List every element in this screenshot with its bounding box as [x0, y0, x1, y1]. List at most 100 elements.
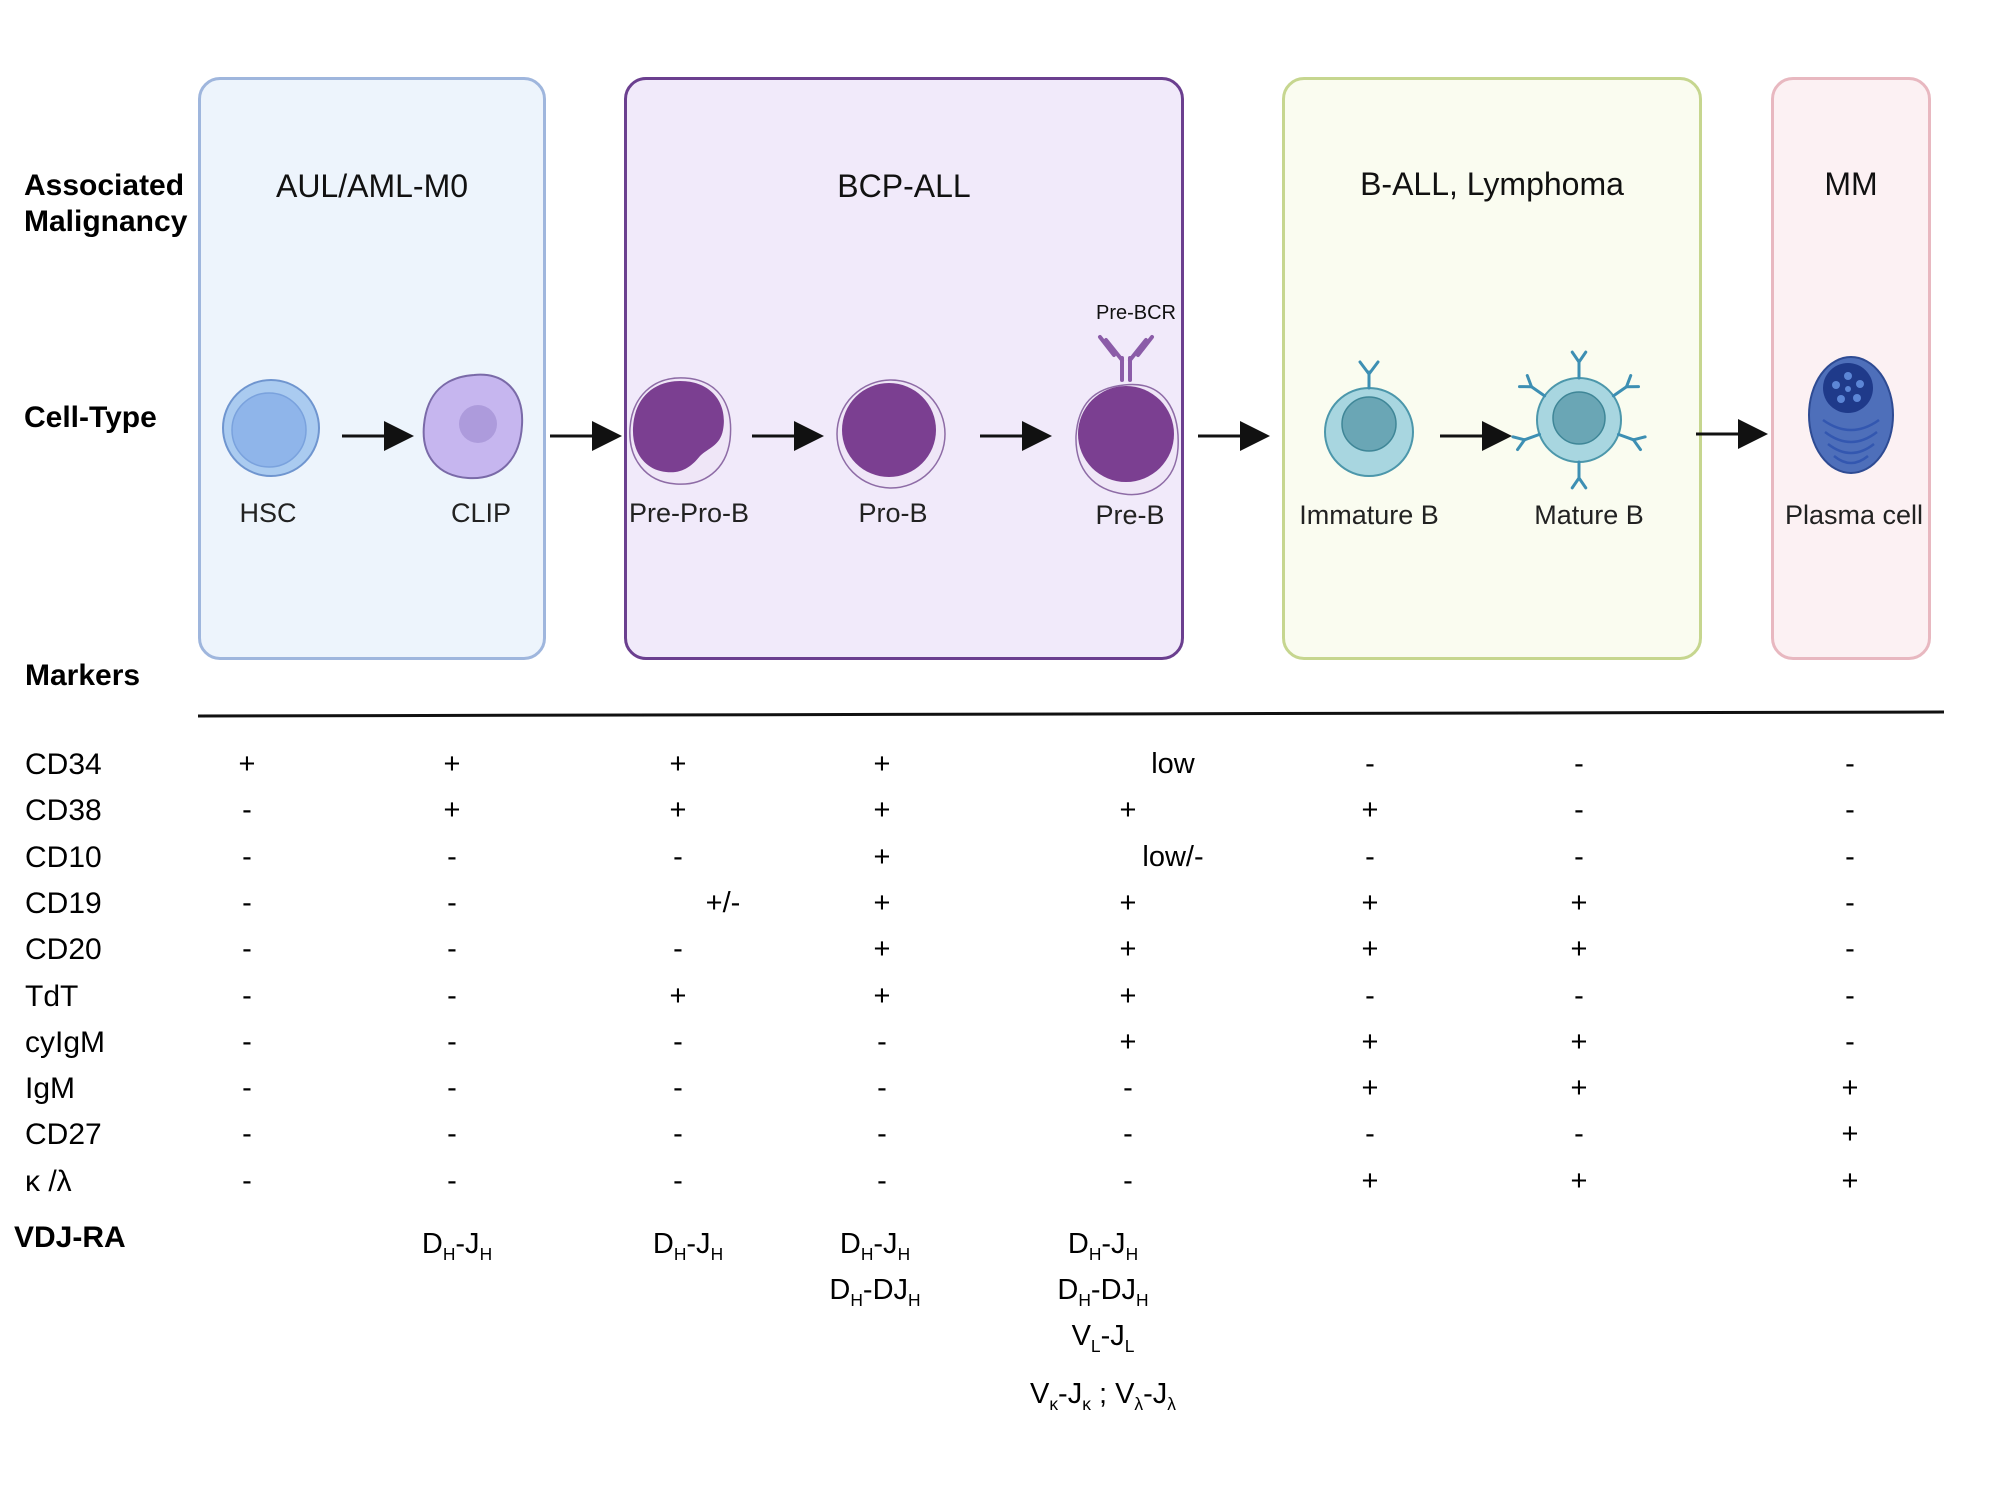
marker-value: - — [673, 1072, 683, 1105]
marker-value: - — [673, 933, 683, 966]
group-title-mm: MM — [1824, 166, 1878, 202]
group-box-b-all-lymphoma: B-ALL, Lymphoma — [1282, 77, 1702, 660]
marker-value: + — [873, 979, 891, 1012]
marker-value: - — [242, 1072, 252, 1105]
marker-value: - — [1845, 1025, 1855, 1058]
group-title-aul-aml: AUL/AML-M0 — [275, 168, 469, 204]
vdj-segment: DH-JH — [1067, 1228, 1139, 1264]
group-title-bcp-all: BCP-ALL — [837, 168, 971, 204]
marker-name: CD34 — [25, 748, 102, 781]
vdj-segment: DH-DJH — [829, 1274, 921, 1310]
marker-name: κ /λ — [25, 1164, 72, 1198]
marker-value: - — [1845, 794, 1855, 827]
marker-value: + — [1570, 1164, 1588, 1197]
marker-value: - — [877, 1072, 887, 1105]
marker-value: + — [873, 886, 891, 919]
marker-value: + — [1119, 1025, 1137, 1058]
marker-value: - — [1123, 1164, 1133, 1197]
cell-label-immature-b: Immature B — [1299, 500, 1439, 530]
marker-value: - — [673, 840, 683, 873]
marker-value: + — [1570, 886, 1588, 919]
marker-value: + — [238, 748, 256, 780]
marker-value: + — [873, 840, 891, 873]
marker-name: CD10 — [25, 840, 102, 874]
marker-value: - — [447, 1118, 457, 1151]
marker-value: low — [1151, 748, 1195, 780]
marker-value: - — [242, 794, 252, 827]
marker-value: - — [673, 1118, 683, 1151]
marker-value: + — [1841, 1072, 1859, 1105]
marker-value: - — [1574, 794, 1584, 827]
marker-value: - — [447, 840, 457, 873]
marker-value: - — [242, 886, 252, 919]
marker-name: CD20 — [25, 933, 102, 967]
vdj-segment: DH-JH — [652, 1228, 724, 1264]
vdj-segment: DH-JH — [421, 1228, 493, 1264]
cell-type-label: Cell-Type — [24, 401, 157, 434]
marker-value: + — [1361, 1025, 1379, 1058]
marker-value: - — [242, 1025, 252, 1058]
marker-value: - — [447, 1025, 457, 1058]
marker-value: - — [1574, 979, 1584, 1012]
marker-value: - — [242, 1164, 252, 1197]
mature-b-cell-icon — [1511, 350, 1647, 490]
vdj-segment: VL-JL — [1071, 1320, 1135, 1356]
marker-value: + — [1119, 933, 1137, 966]
marker-value: + — [1570, 1072, 1588, 1105]
hsc-cell-icon — [222, 379, 320, 477]
vdj-segment: DH-DJH — [1057, 1274, 1149, 1310]
immature-b-cell-icon — [1324, 360, 1414, 477]
group-title-b-all-lymphoma: B-ALL, Lymphoma — [1360, 166, 1624, 202]
marker-value: - — [1574, 1118, 1584, 1151]
marker-value: - — [1845, 979, 1855, 1012]
marker-value: - — [447, 886, 457, 919]
marker-value: - — [1365, 1118, 1375, 1151]
marker-value: - — [1845, 886, 1855, 919]
marker-name: CD27 — [25, 1118, 102, 1152]
marker-name: cyIgM — [25, 1025, 106, 1059]
marker-value: - — [447, 1164, 457, 1197]
marker-name: CD38 — [25, 794, 102, 828]
marker-value: - — [1845, 840, 1855, 873]
marker-value: + — [1119, 979, 1137, 1012]
marker-value: + — [1119, 886, 1137, 919]
cell-label-pre-b: Pre-B — [1095, 500, 1165, 530]
marker-value: - — [447, 1072, 457, 1105]
marker-value: + — [1570, 1025, 1588, 1058]
marker-value: - — [1365, 748, 1375, 780]
marker-value: + — [1841, 1118, 1859, 1151]
cell-label-pre-pro-b: Pre-Pro-B — [628, 498, 750, 528]
marker-value: + — [1361, 1164, 1379, 1197]
marker-value: - — [447, 933, 457, 966]
cell-label-plasma-cell: Plasma cell — [1784, 500, 1924, 530]
marker-value: - — [1845, 748, 1855, 780]
marker-value: - — [877, 1025, 887, 1058]
marker-name: CD19 — [25, 886, 102, 920]
vdj-ra-label: VDJ-RA — [14, 1221, 126, 1254]
marker-value: + — [1361, 1072, 1379, 1105]
markers-label: Markers — [25, 659, 141, 692]
vdj-segment: Vκ-Jκ ; Vλ-Jλ — [1029, 1378, 1176, 1414]
marker-value: - — [1365, 979, 1375, 1012]
pro-b-cell-icon — [836, 379, 946, 489]
cell-label-hsc: HSC — [239, 498, 297, 528]
marker-value: + — [1361, 886, 1379, 919]
marker-value: +/- — [705, 886, 741, 919]
marker-value: + — [1119, 794, 1137, 827]
pre-pro-b-cell-icon — [629, 377, 732, 485]
pre-b-cell-icon — [1075, 383, 1179, 496]
marker-value: + — [1570, 933, 1588, 966]
marker-value: + — [873, 748, 891, 780]
cell-label-pro-b: Pro-B — [858, 498, 928, 528]
cell-label-clip: CLIP — [450, 498, 512, 528]
marker-value: - — [1574, 840, 1584, 873]
marker-value: - — [877, 1164, 887, 1197]
marker-value: + — [1841, 1164, 1859, 1197]
marker-value: - — [242, 979, 252, 1012]
marker-value: - — [1574, 748, 1584, 780]
marker-value: low/- — [1142, 840, 1204, 873]
vdj-segment: DH-JH — [839, 1228, 911, 1264]
marker-value: + — [669, 979, 687, 1012]
